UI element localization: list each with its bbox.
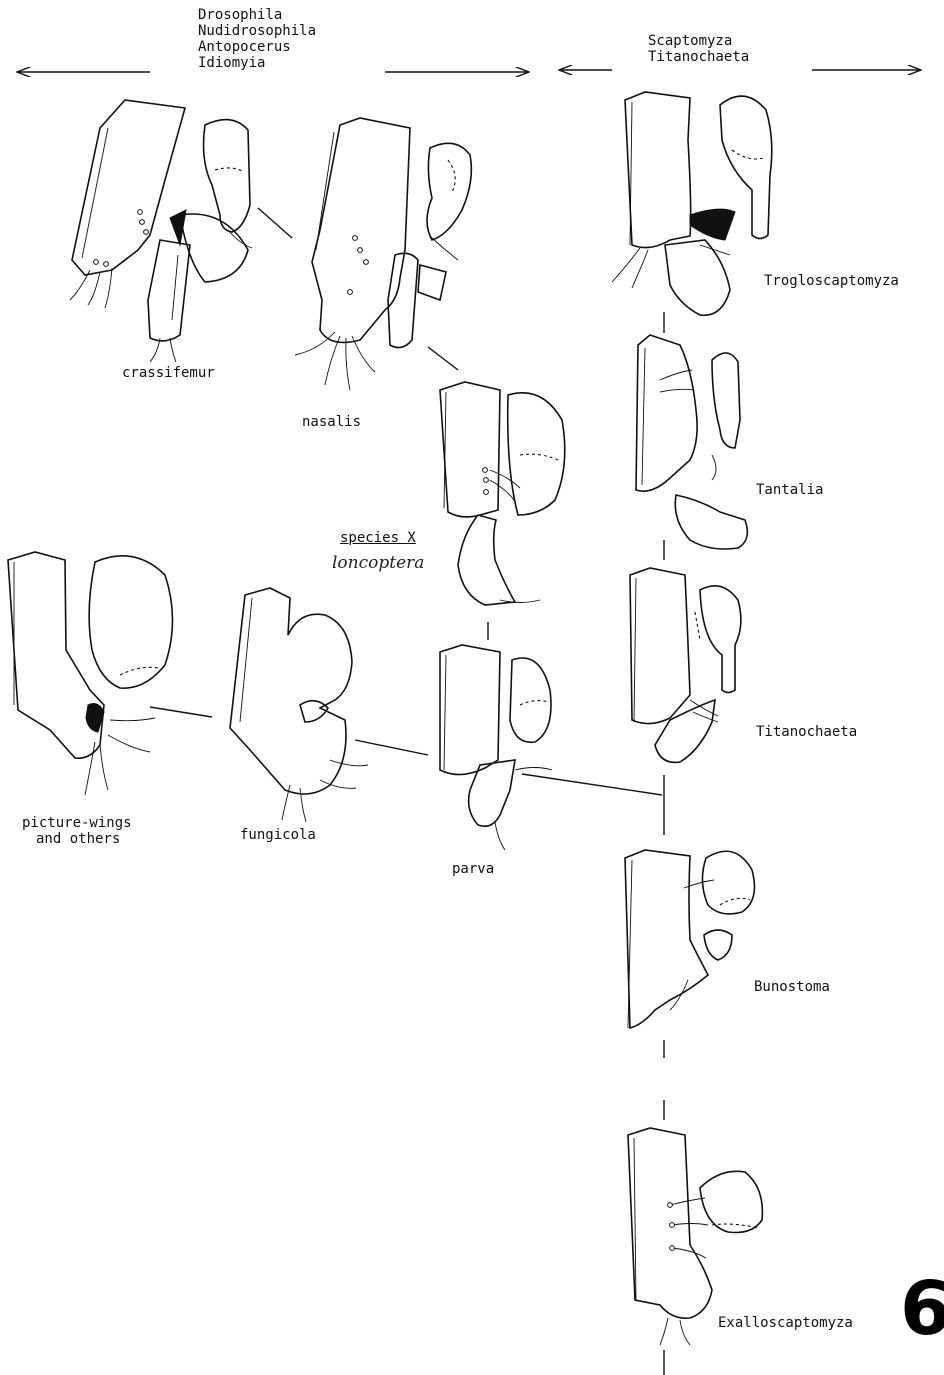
bunostoma-illustration — [625, 850, 754, 1028]
exalloscaptomyza-illustration — [628, 1128, 762, 1345]
parva-illustration — [440, 645, 552, 850]
connector-nasalis-speciesx — [428, 347, 458, 370]
picture-wings-illustration — [8, 552, 173, 795]
connector-parva-scaptomyza — [522, 774, 662, 795]
specimen-label-species-x: species X — [340, 531, 416, 546]
left-group-label-3: Antopocerus — [198, 40, 291, 55]
specimen-label-titanochaeta: Titanochaeta — [756, 725, 857, 740]
left-group-label-2: Nudidrosophila — [198, 24, 316, 39]
tantalia-illustration — [636, 335, 747, 549]
connector-fungicola-parva — [355, 740, 428, 755]
specimen-label-nasalis: nasalis — [302, 415, 361, 430]
plate-number: 6 — [900, 1266, 944, 1352]
crassifemur-illustration — [70, 100, 252, 362]
specimen-label-exalloscaptomyza: Exalloscaptomyza — [718, 1316, 853, 1331]
species-x-illustration — [440, 382, 565, 605]
specimen-label-tantalia: Tantalia — [756, 483, 823, 498]
specimen-label-bunostoma: Bunostoma — [754, 980, 830, 995]
nasalis-illustration — [295, 118, 471, 390]
connector-lines — [150, 208, 664, 1375]
titanochaeta-illustration — [630, 568, 741, 762]
connector-crassifemur-nasalis — [258, 208, 292, 238]
specimen-handwritten-species-x: loncoptera — [332, 553, 424, 573]
right-group-label-2: Titanochaeta — [648, 50, 749, 65]
connector-picturewings-fungicola — [150, 707, 212, 717]
fungicola-illustration — [230, 588, 368, 822]
specimen-label-fungicola: fungicola — [240, 828, 316, 843]
specimen-label-crassifemur: crassifemur — [122, 366, 215, 381]
specimen-label-parva: parva — [452, 862, 494, 877]
left-group-label-1: Drosophila — [198, 8, 282, 23]
specimen-label-trogloscaptomyza: Trogloscaptomyza — [764, 274, 899, 289]
header-arrows — [18, 70, 920, 72]
specimen-label-picture-wings: picture-wings — [22, 816, 132, 831]
right-group-label-1: Scaptomyza — [648, 34, 732, 49]
trogloscaptomyza-illustration — [612, 92, 772, 315]
left-group-label-4: Idiomyia — [198, 56, 265, 71]
specimen-label-and-others: and others — [36, 832, 120, 847]
